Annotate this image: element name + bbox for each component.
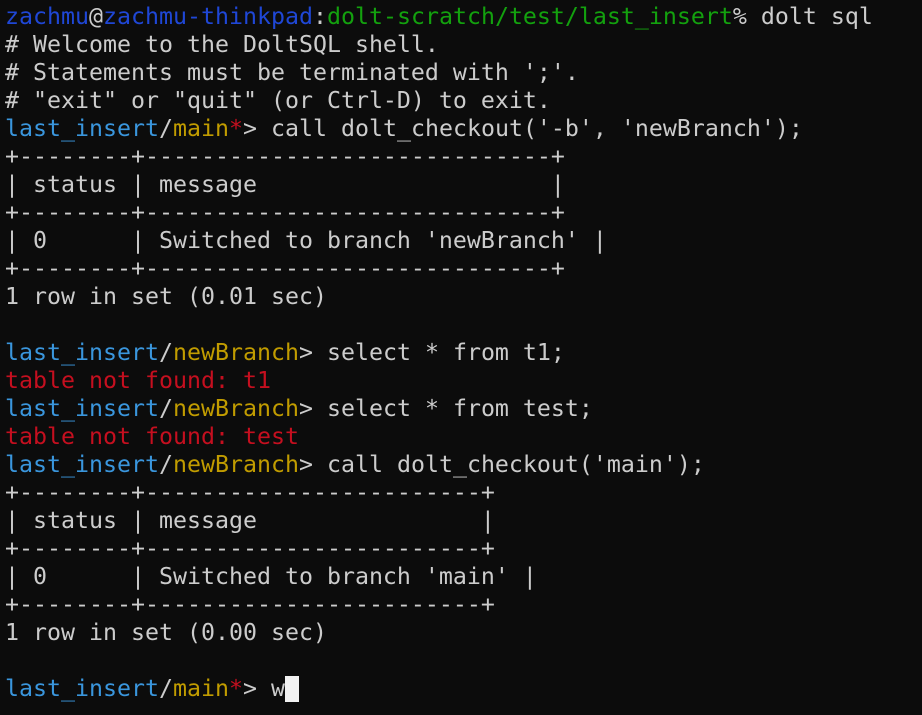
terminal-line: +--------+------------------------+: [5, 535, 873, 563]
repo-name: last_insert: [5, 339, 159, 366]
table-border: +--------+------------------------+: [5, 535, 495, 562]
terminal-line: last_insert/newBranch> select * from t1;: [5, 339, 873, 367]
terminal-text: % dolt sql: [732, 3, 873, 30]
table-border: | status | message |: [5, 507, 495, 534]
error-text: table not found: t1: [5, 367, 271, 394]
terminal-text: # Welcome to the DoltSQL shell.: [5, 31, 439, 58]
table-border: +--------+-----------------------------+: [5, 199, 565, 226]
terminal-line: # Welcome to the DoltSQL shell.: [5, 31, 873, 59]
repo-name: last_insert: [5, 115, 159, 142]
branch-name: main: [172, 115, 229, 142]
terminal-line: last_insert/newBranch> call dolt_checkou…: [5, 451, 873, 479]
terminal-line: last_insert/main*> call dolt_checkout('-…: [5, 115, 873, 143]
repo-name: last_insert: [5, 675, 159, 702]
username: zachmu: [5, 3, 89, 30]
terminal-line: [5, 647, 873, 675]
terminal-text: /: [158, 339, 173, 366]
terminal-line: | 0 | Switched to branch 'main' |: [5, 563, 873, 591]
terminal-line: last_insert/newBranch> select * from tes…: [5, 395, 873, 423]
terminal-line: | status | message |: [5, 507, 873, 535]
terminal-text: # "exit" or "quit" (or Ctrl-D) to exit.: [5, 87, 551, 114]
terminal-text: > call dolt_checkout('main');: [298, 451, 705, 478]
terminal-text: /: [158, 395, 173, 422]
terminal-line: +--------+------------------------+: [5, 591, 873, 619]
terminal-text: > call dolt_checkout('-b', 'newBranch');: [242, 115, 803, 142]
terminal-line: +--------+-----------------------------+: [5, 143, 873, 171]
terminal-text: /: [158, 115, 173, 142]
repo-name: last_insert: [5, 451, 159, 478]
terminal-text: > select * from test;: [298, 395, 593, 422]
terminal-text: /: [158, 675, 173, 702]
terminal-line: +--------+-----------------------------+: [5, 199, 873, 227]
terminal-text: 1 row in set (0.01 sec): [5, 283, 327, 310]
table-border: +--------+------------------------+: [5, 479, 495, 506]
table-border: +--------+-----------------------------+: [5, 143, 565, 170]
terminal-text: > select * from t1;: [298, 339, 565, 366]
terminal-text: > w: [242, 675, 285, 702]
terminal-output[interactable]: zachmu@zachmu-thinkpad:dolt-scratch/test…: [5, 3, 873, 703]
text-cursor: [284, 676, 299, 702]
table-border: | 0 | Switched to branch 'newBranch' |: [5, 227, 607, 254]
table-border: +--------+-----------------------------+: [5, 255, 565, 282]
username: zachmu-thinkpad: [103, 3, 313, 30]
terminal-text: # Statements must be terminated with ';'…: [5, 59, 579, 86]
table-border: | 0 | Switched to branch 'main' |: [5, 563, 537, 590]
branch-name: newBranch: [172, 451, 299, 478]
repo-name: last_insert: [5, 395, 159, 422]
dirty-marker: *: [228, 675, 243, 702]
terminal-line: # "exit" or "quit" (or Ctrl-D) to exit.: [5, 87, 873, 115]
terminal-line: | 0 | Switched to branch 'newBranch' |: [5, 227, 873, 255]
terminal-line: +--------+------------------------+: [5, 479, 873, 507]
terminal-line: table not found: t1: [5, 367, 873, 395]
terminal-text: /: [158, 451, 173, 478]
table-border: +--------+------------------------+: [5, 591, 495, 618]
terminal-line: # Statements must be terminated with ';'…: [5, 59, 873, 87]
terminal-line: last_insert/main*> w: [5, 675, 873, 703]
terminal-text: :: [312, 3, 327, 30]
dirty-marker: *: [228, 115, 243, 142]
terminal-line: 1 row in set (0.00 sec): [5, 619, 873, 647]
table-border: | status | message |: [5, 171, 565, 198]
terminal-line: [5, 311, 873, 339]
terminal-line: +--------+-----------------------------+: [5, 255, 873, 283]
terminal-line: table not found: test: [5, 423, 873, 451]
terminal-text: 1 row in set (0.00 sec): [5, 619, 327, 646]
terminal-line: zachmu@zachmu-thinkpad:dolt-scratch/test…: [5, 3, 873, 31]
working-directory: dolt-scratch/test/last_insert: [326, 3, 733, 30]
terminal-line: | status | message |: [5, 171, 873, 199]
branch-name: main: [172, 675, 229, 702]
branch-name: newBranch: [172, 339, 299, 366]
error-text: table not found: test: [5, 423, 299, 450]
terminal-text: @: [89, 3, 103, 30]
terminal-line: 1 row in set (0.01 sec): [5, 283, 873, 311]
branch-name: newBranch: [172, 395, 299, 422]
